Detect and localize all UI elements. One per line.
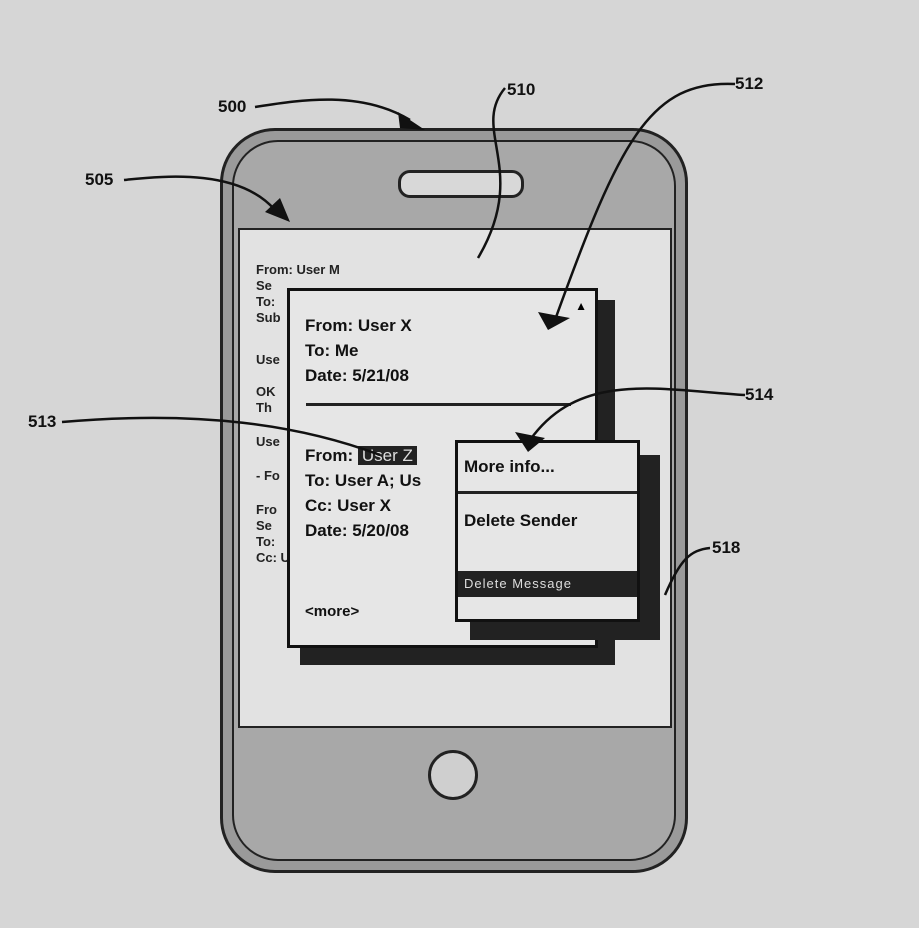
arrow-505 <box>265 198 290 222</box>
email-line: To: <box>256 534 276 549</box>
context-menu: More info... Delete Sender Delete Messag… <box>455 440 640 622</box>
leader-514 <box>528 387 746 441</box>
label-500: 500 <box>218 97 247 116</box>
divider <box>306 403 571 406</box>
menu-item-more-info[interactable]: More info... <box>464 457 555 476</box>
leader-505 <box>123 175 276 211</box>
email-line: OK <box>256 384 276 399</box>
quoted-from-label: From: <box>305 446 354 465</box>
email-line: Fro <box>256 502 277 517</box>
quoted-to: To: User A; Us <box>305 471 422 490</box>
popup-date: Date: 5/21/08 <box>305 366 409 385</box>
email-line: To: <box>256 294 276 309</box>
email-line: Use <box>256 352 280 367</box>
background-email: From: User M Se To: Sub Use OK Th Use - … <box>256 262 340 566</box>
label-513: 513 <box>28 412 57 431</box>
email-line: - Fo <box>256 468 280 483</box>
menu-divider <box>458 491 637 494</box>
leader-500 <box>254 98 411 122</box>
label-512: 512 <box>735 74 764 93</box>
quoted-date: Date: 5/20/08 <box>305 521 409 540</box>
popup-to: To: Me <box>305 341 359 360</box>
quoted-cc: Cc: User X <box>305 496 391 515</box>
speaker-slot <box>398 170 524 198</box>
label-510: 510 <box>507 80 536 99</box>
arrow-500 <box>398 112 425 130</box>
email-line: Cc: U <box>256 550 290 565</box>
menu-item-delete-sender[interactable]: Delete Sender <box>464 511 578 530</box>
email-line: Se <box>256 518 272 533</box>
label-505: 505 <box>85 170 114 189</box>
leader-518 <box>663 546 711 596</box>
more-link[interactable]: <more> <box>305 603 360 620</box>
arrow-512 <box>538 312 570 330</box>
label-518: 518 <box>712 538 741 557</box>
leader-512 <box>553 82 736 321</box>
email-line: From: User M <box>256 262 340 277</box>
email-line: Sub <box>256 310 281 325</box>
popup-from: From: User X <box>305 316 412 335</box>
selected-sender[interactable]: User Z <box>357 446 417 465</box>
email-line: Th <box>256 400 272 415</box>
email-line: Use <box>256 434 280 449</box>
leader-513 <box>61 416 381 457</box>
home-button[interactable] <box>428 750 478 800</box>
menu-item-delete-message[interactable]: Delete Message <box>458 571 637 597</box>
leader-510 <box>476 87 506 259</box>
label-514: 514 <box>745 385 774 404</box>
email-line: Se <box>256 278 272 293</box>
scroll-up-icon[interactable]: ▲ <box>575 299 587 313</box>
arrow-514 <box>515 432 545 452</box>
